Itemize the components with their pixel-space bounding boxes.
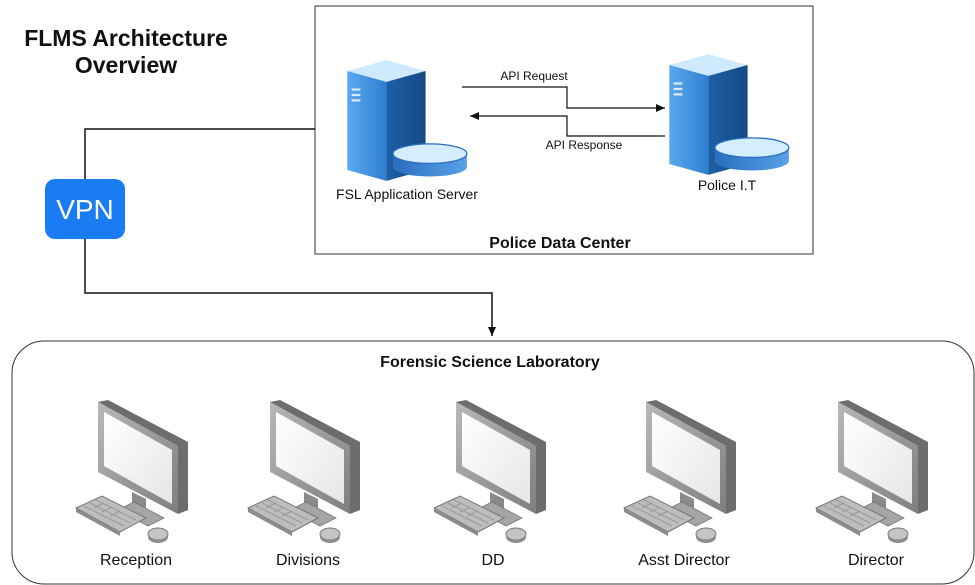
vpn-link-to-data-center xyxy=(84,128,315,180)
api-request-connector xyxy=(462,86,665,112)
police-data-center: FSL Application Server Police I.T API Re… xyxy=(314,5,814,255)
computer-reception: Reception xyxy=(75,400,189,569)
computer-label: Divisions xyxy=(276,552,340,569)
fsl-server-label: FSL Application Server xyxy=(336,186,478,202)
fsl-application-server: FSL Application Server xyxy=(336,59,478,202)
computer-label: DD xyxy=(481,552,504,569)
computer-divisions: Divisions xyxy=(247,400,361,569)
computer-label: Reception xyxy=(100,552,172,569)
forensic-science-laboratory: Forensic Science Laboratory Reception Di… xyxy=(11,340,975,585)
police-data-center-title: Police Data Center xyxy=(489,235,630,252)
police-it-server: Police I.T xyxy=(668,53,790,193)
api-response-connector xyxy=(470,112,665,137)
vpn-badge-background xyxy=(45,179,125,239)
laboratory-title: Forensic Science Laboratory xyxy=(380,354,600,371)
computer-dd: DD xyxy=(433,400,547,569)
diagram-title-line-2: Overview xyxy=(75,52,177,78)
api-request-label: API Request xyxy=(500,69,568,83)
vpn-label: VPN xyxy=(56,194,114,225)
vpn-badge: VPN xyxy=(45,179,125,239)
police-it-label: Police I.T xyxy=(698,177,757,193)
computer-label: Asst Director xyxy=(638,552,730,569)
api-response-label: API Response xyxy=(546,138,623,152)
diagram-title-line-1: FLMS Architecture xyxy=(24,25,228,51)
computer-asst-director: Asst Director xyxy=(623,400,737,569)
computer-label: Director xyxy=(848,552,905,569)
computer-director: Director xyxy=(815,400,929,569)
vpn-link-to-laboratory xyxy=(84,238,496,336)
